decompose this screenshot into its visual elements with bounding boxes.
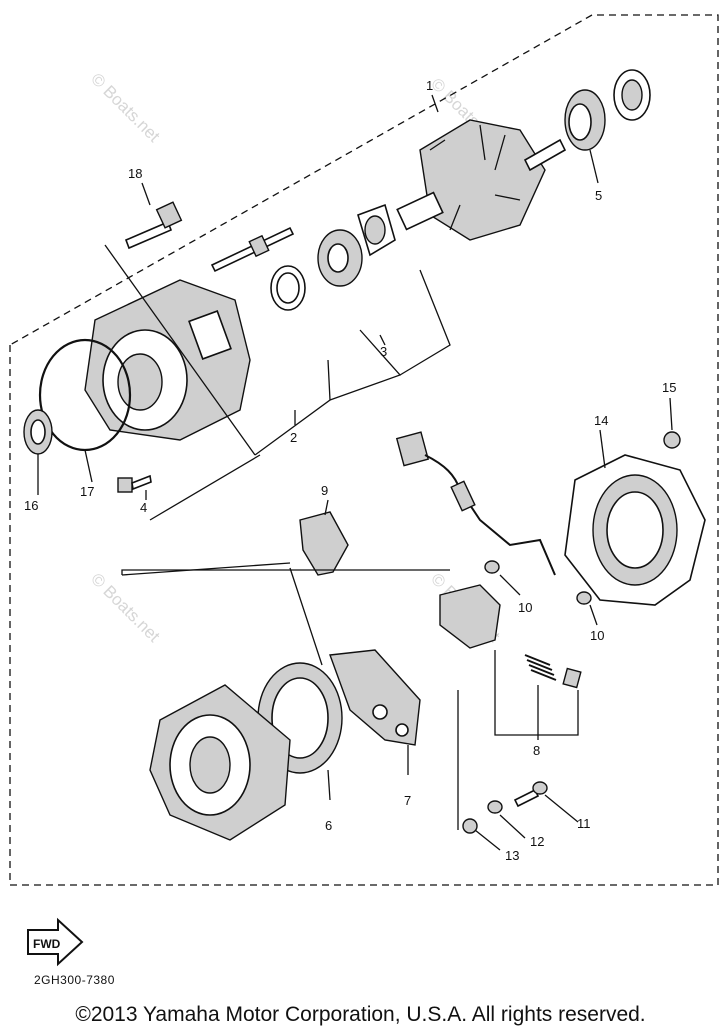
callout-1: 1 [426,78,433,93]
callout-7: 7 [404,793,411,808]
wire-harness [395,431,556,576]
regulator-7 [329,649,421,746]
spring-8 [524,654,557,681]
callout-8: 8 [533,743,540,758]
rectifier-plate [439,584,501,649]
brush-8 [562,667,582,689]
diagram-code: 2GH300-7380 [34,973,115,987]
screw-4 [117,474,152,493]
callout-4: 4 [140,500,147,515]
bearing-retainer [357,203,396,257]
copyright-notice: ©2013 Yamaha Motor Corporation, U.S.A. A… [75,1003,646,1026]
screw-10a [484,560,500,574]
fwd-arrow-icon: FWD [27,917,84,967]
brush-holder-9 [299,511,349,576]
nut-13 [462,818,478,834]
callout-18: 18 [128,166,142,181]
callout-3: 3 [380,344,387,359]
callout-14: 14 [594,413,608,428]
rotor-assembly [396,119,567,241]
leader-lines [37,94,673,851]
callout-6: 6 [325,818,332,833]
screw-10b [576,591,592,605]
front-housing [84,279,251,441]
rear-cover [564,454,706,606]
callout-9: 9 [321,483,328,498]
oil-seal-16 [23,409,53,455]
washer-12 [487,800,503,814]
nut-15 [663,431,681,449]
rear-housing [149,684,291,841]
callout-11: 11 [577,816,591,831]
oil-seal-top [613,69,651,121]
callout-15: 15 [662,380,676,395]
callout-10a: 10 [518,600,532,615]
fwd-label: FWD [33,937,61,951]
bearing-3 [317,229,363,287]
callout-5: 5 [595,188,602,203]
callout-12: 12 [530,834,544,849]
callout-16: 16 [24,498,38,513]
watermark-1: © Boats.net [87,69,164,146]
assembly-boundary [9,14,719,886]
callout-17: 17 [80,484,94,499]
watermark-3: © Boats.net [87,569,164,646]
bolt-18 [124,201,183,250]
rotor-bearing [564,89,606,151]
stud-bolt [210,226,295,273]
washer-2 [270,265,306,311]
callout-2: 2 [290,430,297,445]
callout-13: 13 [505,848,519,863]
bolt-11 [513,781,548,808]
callout-10b: 10 [590,628,604,643]
